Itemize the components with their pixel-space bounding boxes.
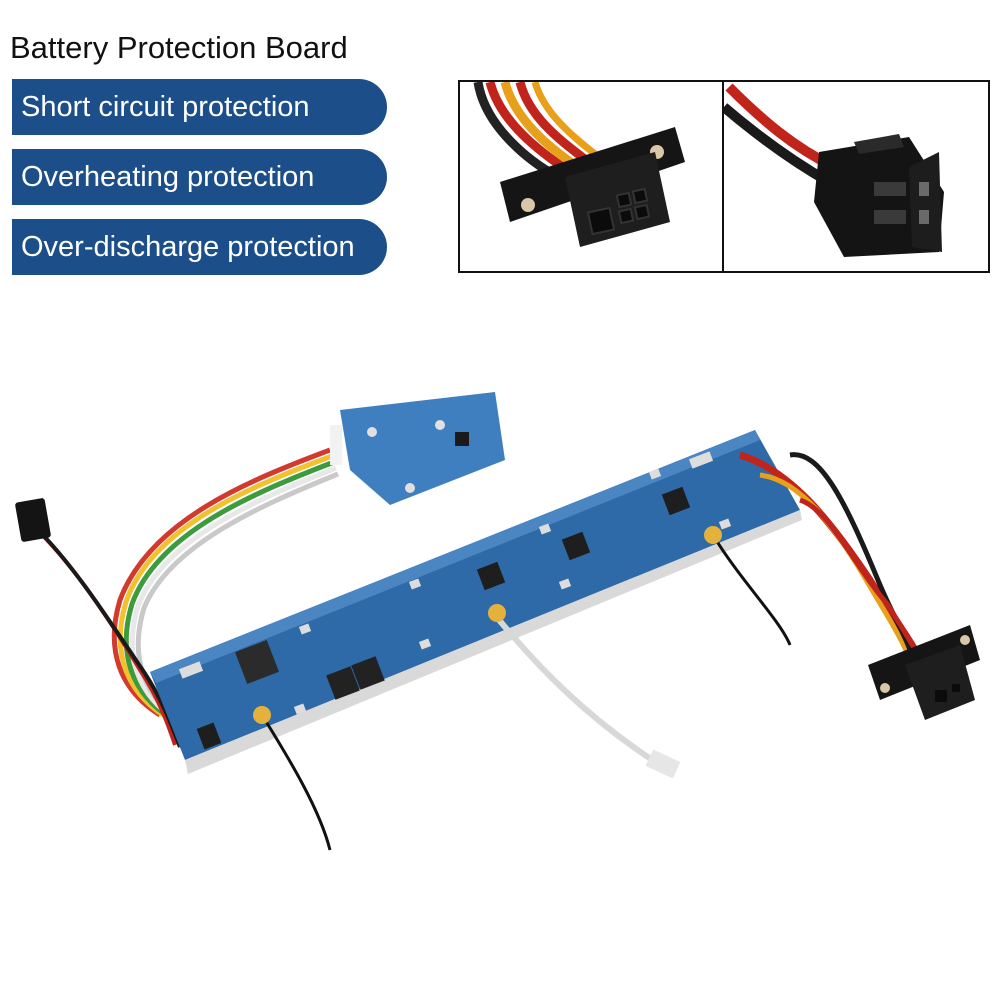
page-title: Battery Protection Board (10, 30, 348, 65)
connector-closeup-left (458, 80, 724, 273)
feature-overheating: Overheating protection (12, 149, 387, 205)
two-pin-connector-image (724, 83, 944, 257)
connector-closeup-right (722, 80, 990, 273)
feature-over-discharge: Over-discharge protection (12, 219, 387, 275)
board-photo (0, 380, 1001, 880)
flange-connector-image (473, 82, 685, 247)
feature-label: Over-discharge protection (21, 231, 355, 263)
protection-board-image (15, 392, 980, 851)
feature-label: Short circuit protection (21, 91, 310, 123)
feature-short-circuit: Short circuit protection (12, 79, 387, 135)
feature-label: Overheating protection (21, 161, 315, 193)
